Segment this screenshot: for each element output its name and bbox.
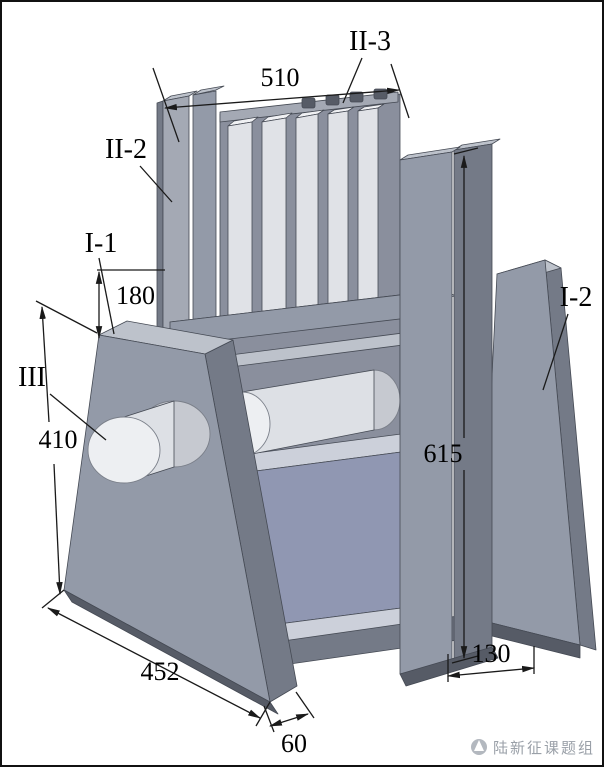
- ext-line-615-top: [453, 147, 479, 155]
- dim-line-452: [47, 607, 261, 719]
- dim-line-60: [268, 713, 310, 727]
- leader-i1: [98, 257, 115, 335]
- inner-plate-face: [227, 121, 253, 321]
- leader-ii3: [342, 57, 363, 104]
- ext-line-410-top: [35, 300, 98, 334]
- watermark-logo-glyph-icon: [474, 740, 484, 751]
- leader-ii2: [139, 165, 173, 203]
- dim-text-615: 615: [424, 439, 463, 468]
- ext-line-60-right: [295, 691, 315, 719]
- column-back-plate: [453, 143, 493, 665]
- column-front-plate: [399, 151, 453, 675]
- leader-iii: [49, 393, 107, 441]
- part-label-ii2: II-2: [105, 134, 147, 165]
- dim-line-410-lower: [53, 463, 63, 596]
- inner-plate-face: [295, 113, 319, 313]
- dim-line-130: [446, 665, 536, 679]
- inner-plate-face: [357, 107, 379, 305]
- dim-text-180: 180: [116, 281, 155, 310]
- ext-line-452-right: [255, 701, 271, 727]
- dim-text-452: 452: [141, 657, 180, 686]
- watermark-text: 陆新征课题组: [493, 740, 595, 757]
- clamp-bolt: [325, 94, 340, 106]
- dim-text-130: 130: [472, 639, 511, 668]
- dim-text-60: 60: [281, 729, 307, 758]
- part-label-iii: III: [18, 362, 46, 393]
- pin-cylinder-face: [87, 416, 161, 484]
- dim-text-410: 410: [39, 425, 78, 454]
- dim-text-510: 510: [261, 63, 300, 92]
- inner-plate-face: [261, 117, 287, 317]
- part-label-ii3: II-3: [349, 26, 391, 57]
- part-label-i1: I-1: [85, 228, 118, 259]
- inner-plate-face: [327, 110, 349, 309]
- part-label-i2: I-2: [560, 282, 593, 313]
- clamp-bolt: [301, 97, 316, 109]
- ext-line-615-bottom: [451, 655, 479, 664]
- dim-line-510: [163, 87, 401, 111]
- dim-line-410-upper: [39, 305, 50, 423]
- ext-line-410-bottom: [41, 589, 65, 609]
- leader-i2: [542, 313, 569, 391]
